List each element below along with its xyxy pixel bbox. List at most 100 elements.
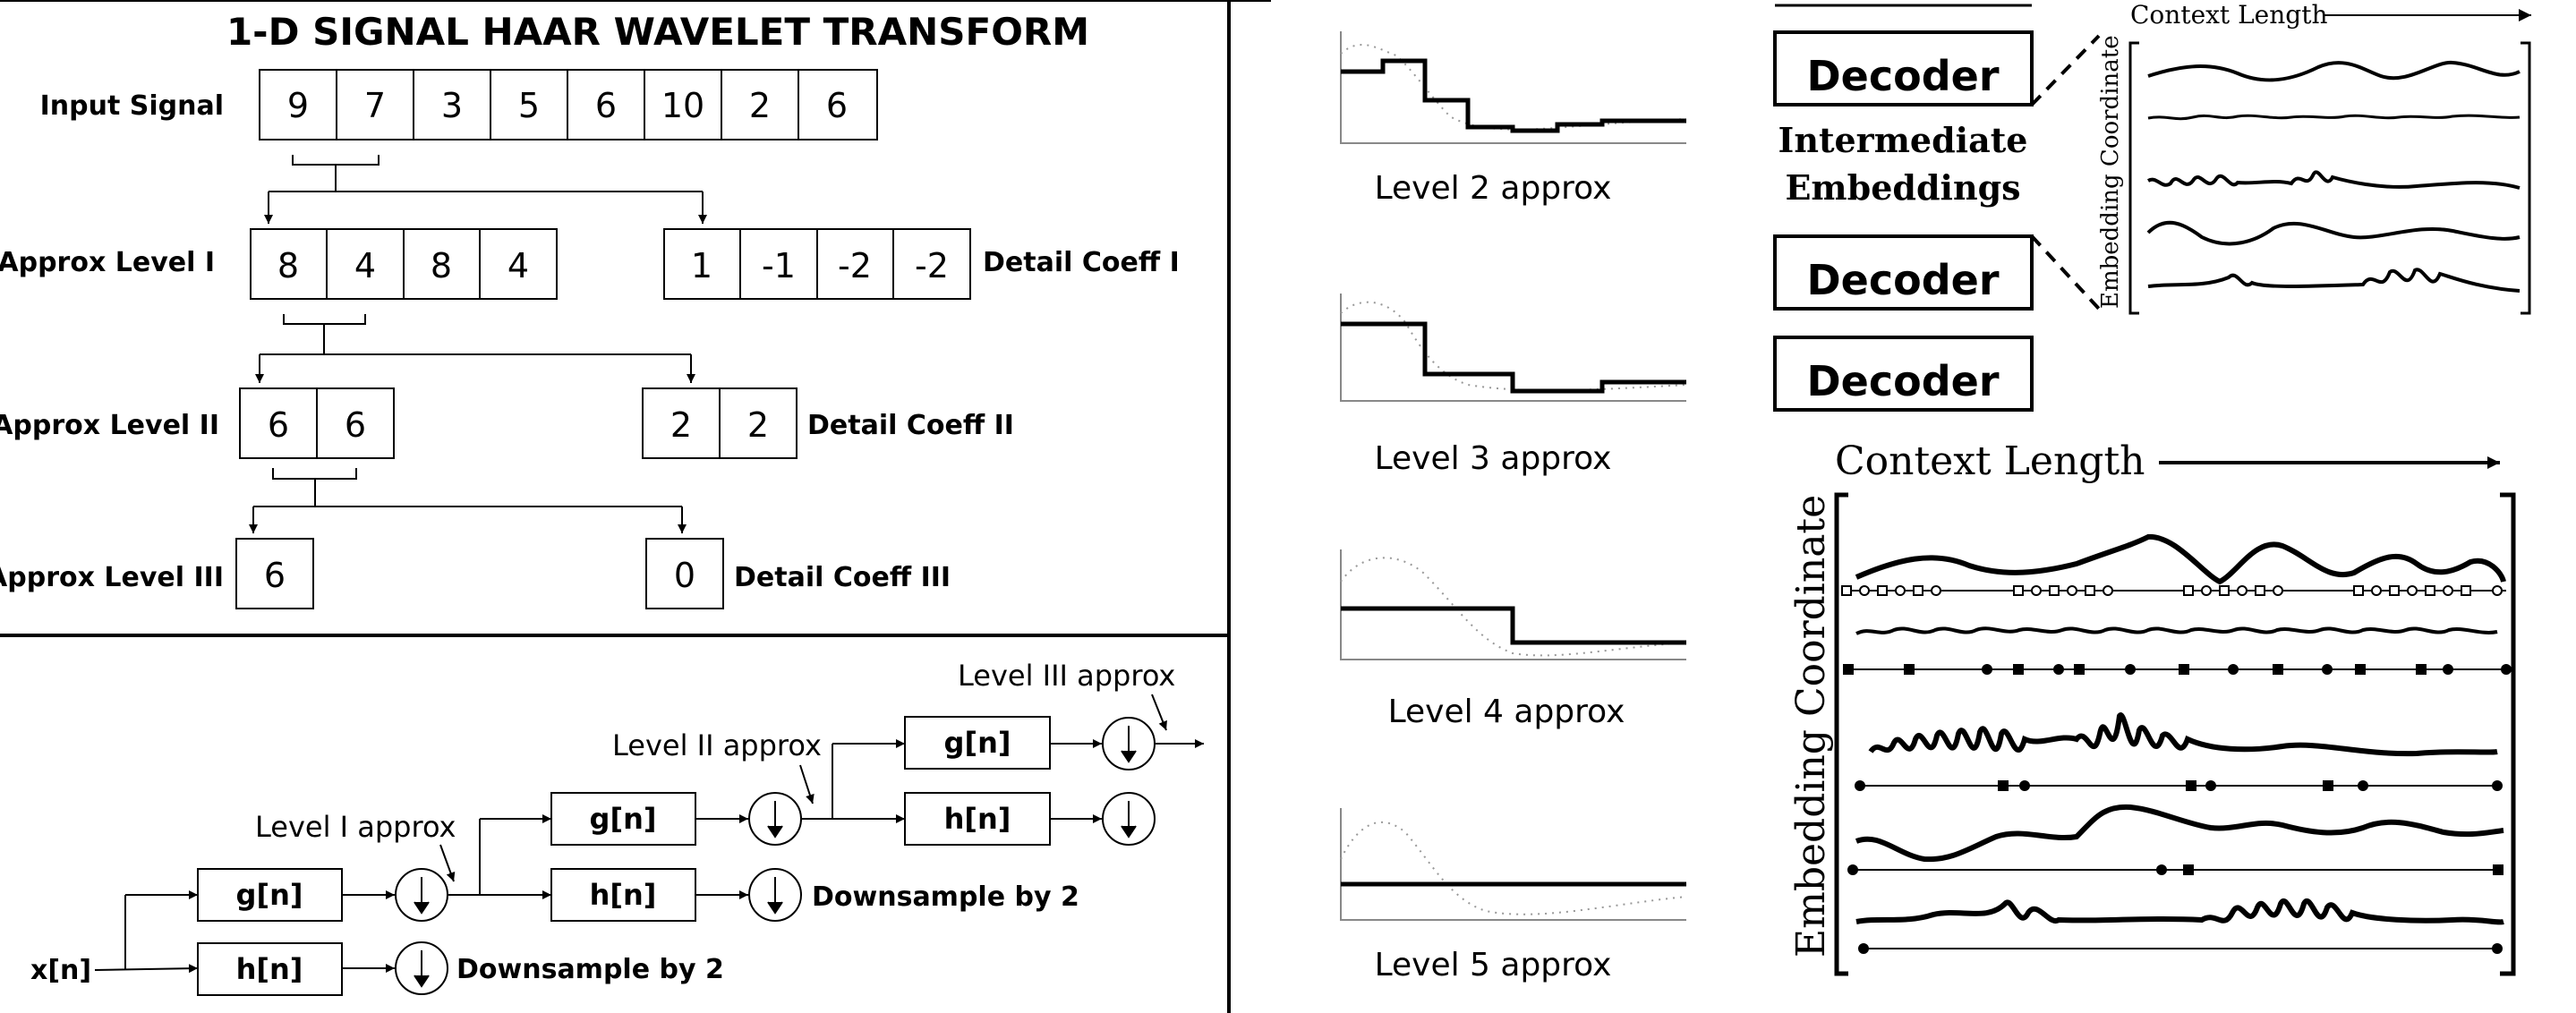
- downsample-arrow-icon: [395, 941, 448, 995]
- approx-level-1-cells: [250, 228, 558, 300]
- inset-large-bracket-right: [2500, 492, 2516, 976]
- level-1-approx-label: Level I approx: [255, 810, 456, 844]
- input-cell: 3: [441, 86, 463, 125]
- input-cell: 6: [595, 86, 617, 125]
- detail-coeff-2-label: Detail Coeff II: [807, 410, 1014, 441]
- input-xn-label: x[n]: [30, 955, 91, 986]
- detail1-cell: -2: [915, 246, 949, 285]
- approx-plot-level-3: [1340, 294, 1687, 402]
- detail-coeff-3-cells: [645, 538, 724, 609]
- approx1-cell: 8: [431, 246, 452, 285]
- detail-coeff-3-label: Detail Coeff III: [734, 562, 951, 593]
- embeddings-label: Embeddings: [1785, 167, 2020, 208]
- approx-level-2-cells: [239, 387, 395, 459]
- approx-level-3-cells: [235, 538, 314, 609]
- level-3-pointer: [1151, 694, 1167, 731]
- approx-caption-level-2: Level 2 approx: [1375, 170, 1612, 207]
- h-filter-3-label: h[n]: [944, 802, 1011, 836]
- decoder-box-1: [1773, 30, 2034, 106]
- approx3-cell: 6: [264, 556, 286, 595]
- g-filter-2-label: g[n]: [590, 802, 657, 836]
- approx-caption-level-5: Level 5 approx: [1375, 947, 1612, 983]
- detail1-cell: 1: [691, 246, 712, 285]
- approx-level-1-label: Approx Level I: [0, 247, 215, 278]
- inset-large-marker-rows: [1843, 664, 2512, 954]
- downsample-icons: [395, 717, 1156, 995]
- downsample-label-2: Downsample by 2: [812, 881, 1079, 913]
- approx-caption-level-4: Level 4 approx: [1388, 694, 1625, 730]
- approx-level-2-label: Approx Level II: [0, 410, 219, 441]
- downsample-label-1: Downsample by 2: [456, 954, 724, 985]
- filterbank-wires: [94, 739, 1204, 974]
- detail1-cell: -2: [838, 246, 872, 285]
- input-signal-label: Input Signal: [40, 90, 224, 122]
- approx2-cell: 6: [268, 405, 289, 445]
- detail-coeff-1-cells: [663, 228, 971, 300]
- h-filter-3-box: [904, 792, 1051, 846]
- approx1-cell: 4: [508, 246, 529, 285]
- approx2-cell: 6: [345, 405, 366, 445]
- g-filter-3-box: [904, 716, 1051, 770]
- downsample-arrow-icon: [395, 868, 448, 922]
- inset-large-waves: [1855, 533, 2506, 925]
- split-connector-1: [264, 155, 707, 224]
- inset-leader-bottom: [2030, 234, 2101, 311]
- detail2-cell: 2: [747, 405, 769, 445]
- detail-coeff-1-label: Detail Coeff I: [983, 247, 1180, 278]
- downsample-arrow-icon: [748, 792, 802, 846]
- inset-small-waves: [2146, 60, 2521, 293]
- level-1-pointer: [439, 844, 456, 882]
- split-connector-2: [255, 314, 695, 383]
- context-length-label: Context Length: [1835, 438, 2145, 484]
- g-filter-1-label: g[n]: [236, 878, 303, 912]
- g-filter-1-box: [197, 868, 343, 922]
- split-connector-3: [249, 468, 687, 533]
- inset-small-bracket-right: [2521, 41, 2531, 315]
- decoder-label-2: Decoder: [1806, 256, 1999, 304]
- detail1-cell: -1: [762, 246, 796, 285]
- input-cell: 6: [826, 86, 848, 125]
- downsample-arrow-icon: [1102, 792, 1156, 846]
- intermediate-label: Intermediate: [1778, 120, 2028, 160]
- approx1-cell: 4: [354, 246, 376, 285]
- input-cell: 7: [364, 86, 386, 125]
- inset-large-event-rows: [1841, 585, 2506, 596]
- input-cell: 9: [287, 86, 309, 125]
- approx-plot-level-5: [1340, 808, 1687, 921]
- detail-coeff-2-cells: [642, 387, 798, 459]
- downsample-arrow-icon: [1102, 717, 1156, 770]
- g-filter-3-label: g[n]: [944, 726, 1011, 760]
- approx-level-3-label: Approx Level III: [0, 562, 224, 593]
- approx1-cell: 8: [277, 246, 299, 285]
- h-filter-1-label: h[n]: [236, 952, 303, 986]
- detail3-cell: 0: [674, 556, 695, 595]
- h-filter-2-label: h[n]: [590, 878, 657, 912]
- input-cell: 5: [518, 86, 540, 125]
- input-cell: 2: [749, 86, 771, 125]
- level-2-pointer: [799, 764, 815, 804]
- context-length-small-label: Context Length: [2130, 0, 2328, 30]
- decoder-label-1: Decoder: [1806, 52, 1999, 100]
- embedding-coordinate-label: Embedding Coordinate: [1788, 495, 1834, 958]
- level-3-approx-label: Level III approx: [958, 659, 1175, 693]
- decoder-label-3: Decoder: [1806, 357, 1999, 405]
- input-cell: 10: [661, 86, 704, 125]
- inset-leader-top: [2030, 34, 2101, 106]
- inset-large-bracket-left: [1834, 492, 1848, 976]
- embedding-coordinate-small-label: Embedding Coordinate: [2097, 35, 2124, 309]
- inset-small-bracket-left: [2128, 41, 2139, 315]
- level-2-approx-label: Level II approx: [612, 728, 822, 762]
- h-filter-2-box: [550, 868, 696, 922]
- wavelet-title: 1-D SIGNAL HAAR WAVELET TRANSFORM: [226, 10, 1089, 54]
- approx-plot-level-2: [1340, 31, 1687, 144]
- decoder-box-2: [1773, 234, 2034, 311]
- input-signal-cells: [259, 69, 878, 140]
- approx-plot-level-4: [1340, 549, 1687, 660]
- approx-caption-level-3: Level 3 approx: [1375, 440, 1612, 477]
- downsample-arrow-icon: [748, 868, 802, 922]
- g-filter-2-box: [550, 792, 696, 846]
- h-filter-1-box: [197, 942, 343, 996]
- decoder-box-3: [1773, 336, 2034, 412]
- detail2-cell: 2: [670, 405, 692, 445]
